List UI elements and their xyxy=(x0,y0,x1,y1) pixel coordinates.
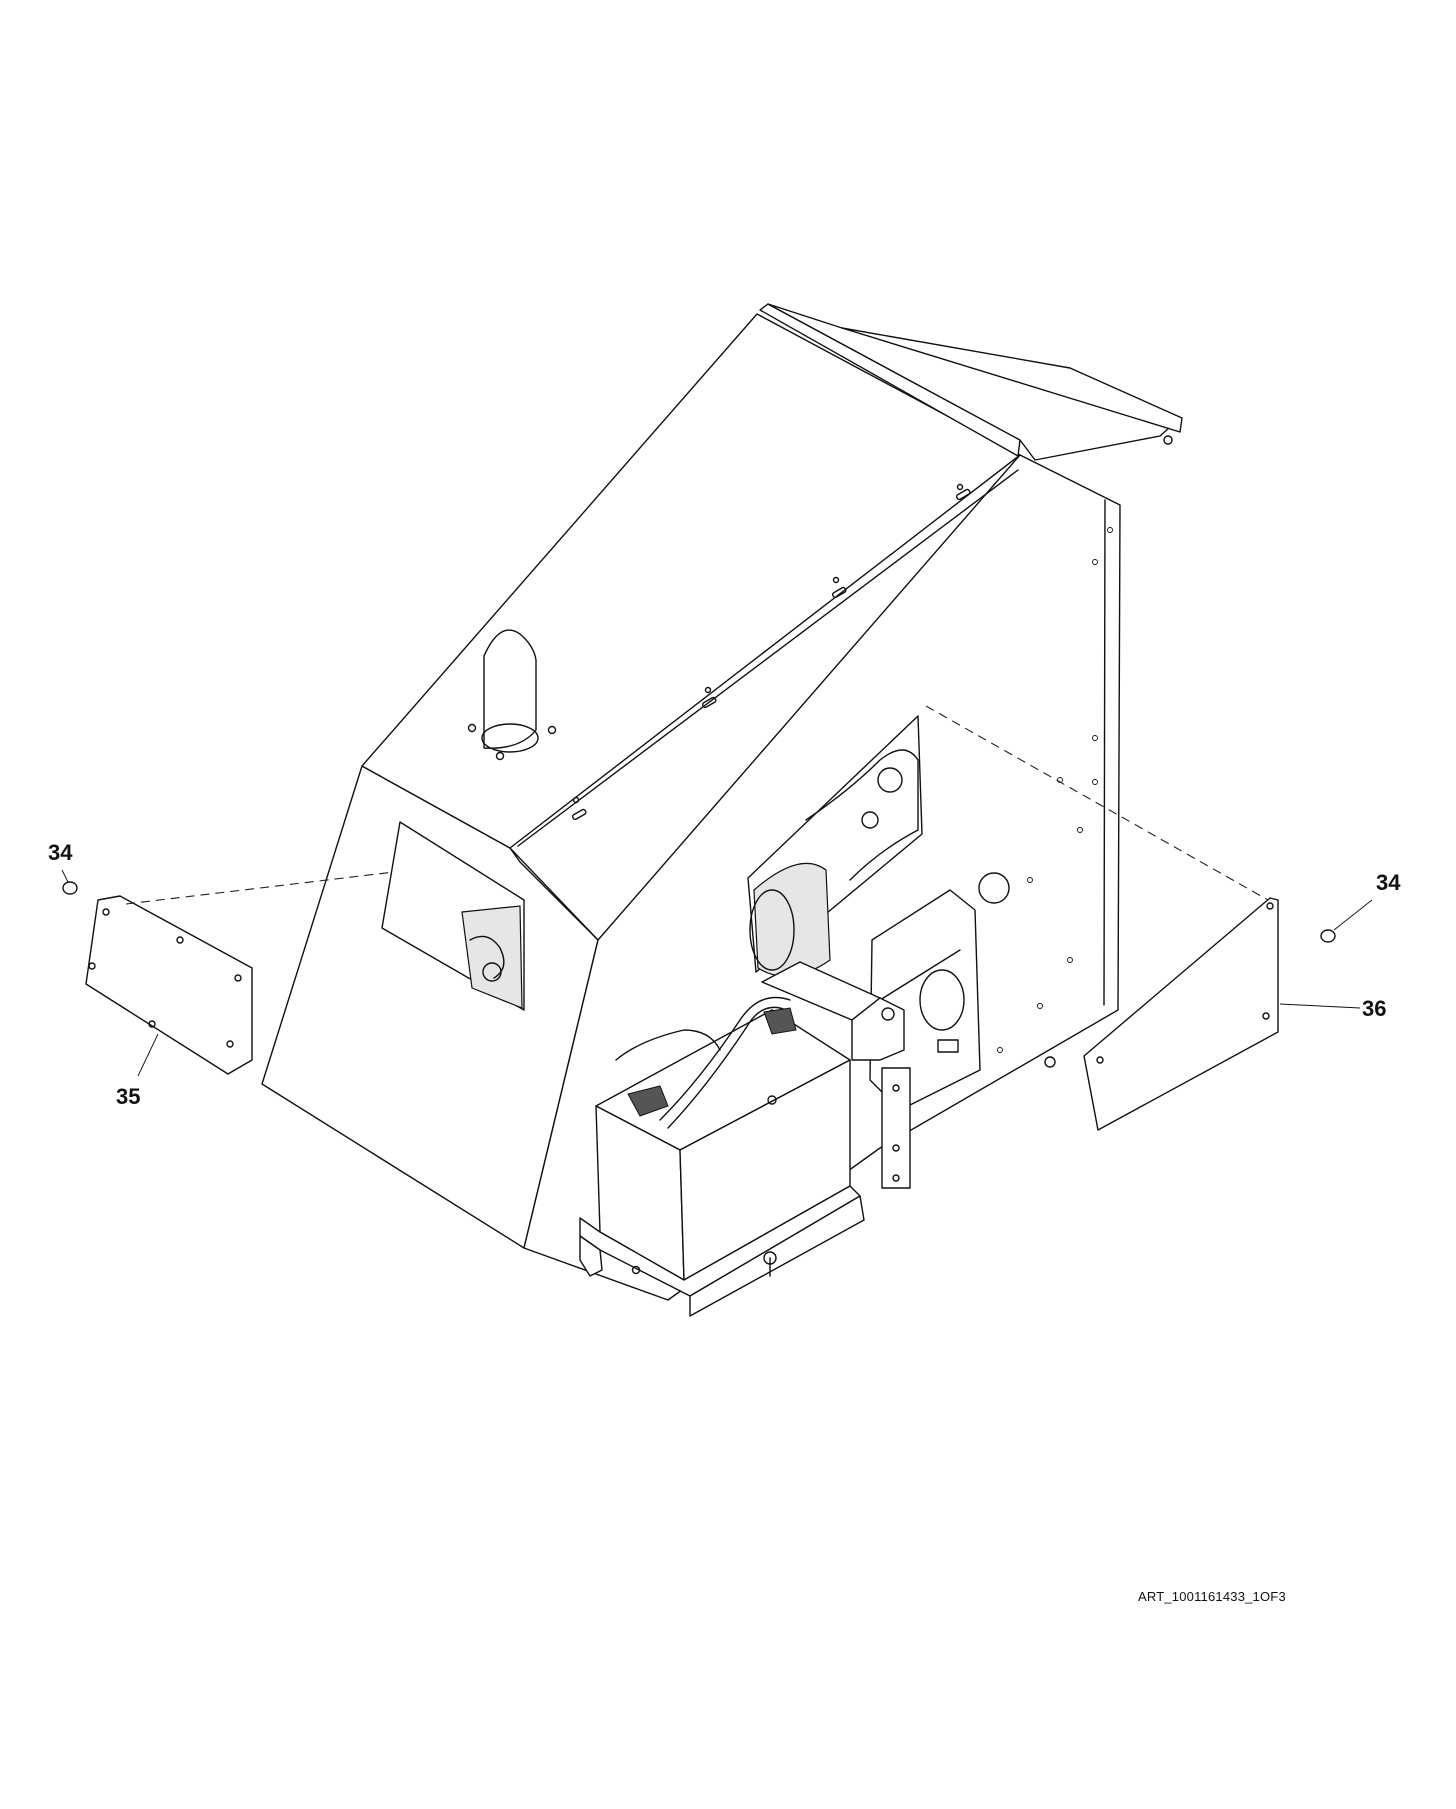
cover-plate-35 xyxy=(85,895,253,1075)
callout-35: 35 xyxy=(116,1084,141,1109)
art-reference-id: ART_1001161433_1OF3 xyxy=(1138,1589,1286,1604)
mounting-slots xyxy=(571,483,971,821)
battery xyxy=(595,996,851,1281)
callout-36: 36 xyxy=(1362,996,1387,1021)
cover-plate-36 xyxy=(1083,897,1279,1131)
leader-34-right xyxy=(1333,899,1373,931)
fastener-34-right xyxy=(1320,929,1336,943)
assembly-line-right xyxy=(925,705,1269,901)
mounting-bracket xyxy=(761,961,911,1189)
callout-34-right: 34 xyxy=(1376,870,1401,895)
fastener-34-left xyxy=(62,881,78,895)
leader-35 xyxy=(137,1033,159,1077)
side-cutout-lower xyxy=(869,889,981,1111)
side-cutout-upper xyxy=(747,715,1010,977)
exhaust-stack xyxy=(467,629,557,761)
leader-36 xyxy=(1279,1003,1361,1009)
callout-34-left: 34 xyxy=(48,840,73,865)
front-cutout xyxy=(381,821,525,1011)
battery-tray xyxy=(579,1185,865,1317)
hinged-lid xyxy=(759,303,1183,461)
leader-34-left xyxy=(61,869,69,883)
